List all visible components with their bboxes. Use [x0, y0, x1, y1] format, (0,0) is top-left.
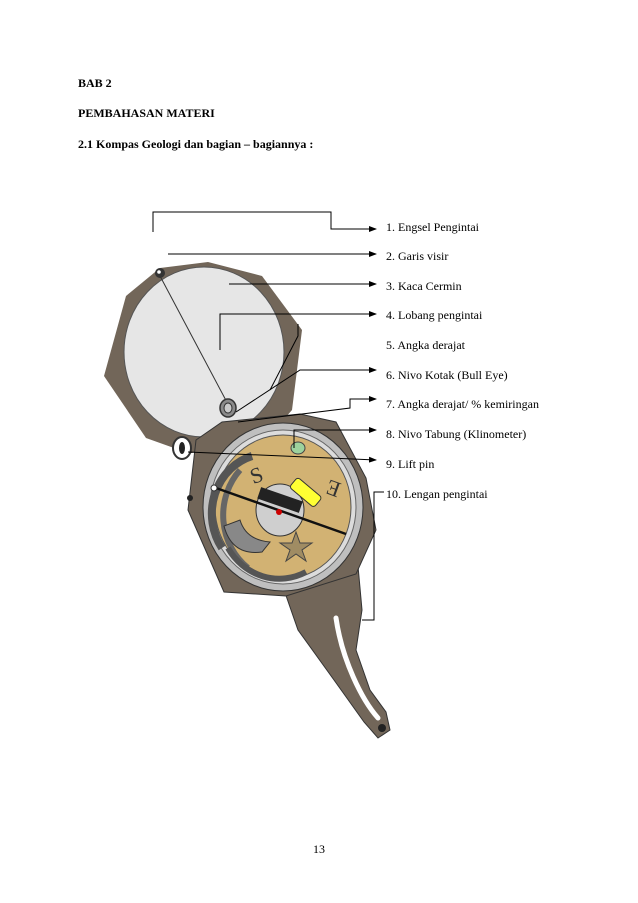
- chapter-heading: BAB 2: [78, 76, 112, 90]
- leader-8: [293, 427, 377, 448]
- leader-lines: [152, 211, 384, 621]
- leader-4: [219, 311, 377, 350]
- part-label: 4. Lobang pengintai: [386, 308, 483, 322]
- leader-9: [187, 451, 377, 463]
- clinometer-weight: [223, 519, 271, 553]
- page-number: 13: [313, 842, 325, 856]
- part-label: 3. Kaca Cermin: [386, 279, 462, 293]
- leader-1: [152, 211, 377, 232]
- star-icon: [278, 530, 314, 563]
- leader-6: [235, 367, 377, 413]
- part-label: 7. Angka derajat/ % kemiringan: [386, 397, 539, 411]
- part-label: 6. Nivo Kotak (Bull Eye): [386, 368, 508, 382]
- section-title: PEMBAHASAN MATERI: [78, 106, 215, 120]
- leader-10: [362, 491, 384, 621]
- leader-7: [237, 396, 377, 423]
- part-label: 8. Nivo Tabung (Klinometer): [386, 427, 527, 441]
- part-label: 2. Garis visir: [386, 249, 449, 263]
- part-label: 1. Engsel Pengintai: [386, 220, 479, 234]
- tube-level: [289, 477, 322, 507]
- part-label: 5. Angka derajat: [386, 338, 465, 352]
- subsection-title: 2.1 Kompas Geologi dan bagian – bagianny…: [78, 137, 314, 151]
- needle-marker: [276, 509, 282, 515]
- leader-5: [269, 324, 299, 391]
- compass-base: S E: [187, 413, 377, 597]
- part-label: 9. Lift pin: [386, 457, 435, 471]
- part-label: 10. Lengan pengintai: [386, 487, 488, 501]
- bull-eye-level: [290, 441, 306, 455]
- sighting-line: [159, 275, 231, 409]
- mirror-glass: [123, 266, 285, 438]
